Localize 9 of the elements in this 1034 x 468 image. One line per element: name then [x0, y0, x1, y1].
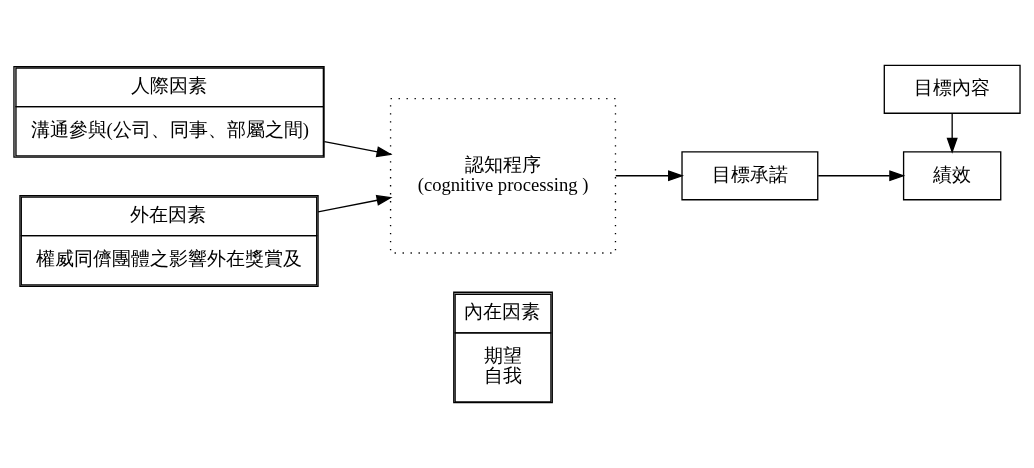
node-box: 目標內容 [883, 64, 1021, 114]
node-box: 認知程序 (cognitive processing ) [389, 97, 617, 254]
arrow [323, 140, 393, 158]
arrow [615, 170, 684, 182]
node-box: 目標承諾 [681, 151, 819, 201]
node-box: 績效 [902, 151, 1002, 201]
arrow [817, 170, 906, 182]
arrow [317, 194, 393, 213]
arrow [946, 113, 958, 154]
